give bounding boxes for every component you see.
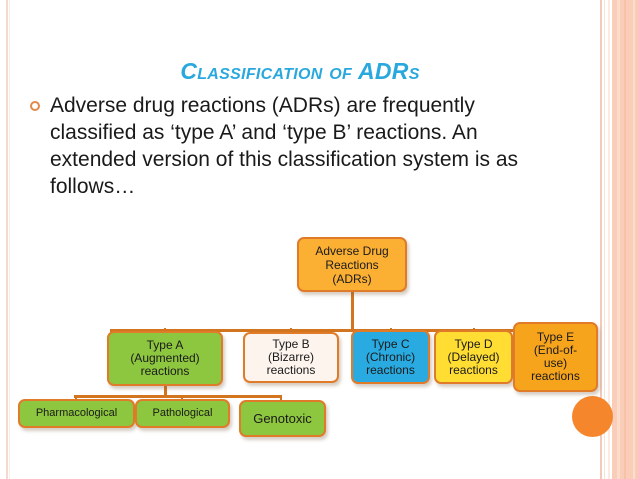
type-e-line-1: Type E bbox=[536, 330, 575, 344]
type-e-line-3: use) bbox=[543, 356, 568, 370]
bullet-item-text: Adverse drug reactions (ADRs) are freque… bbox=[50, 94, 519, 198]
left-edge-stripe-inner bbox=[9, 0, 10, 479]
root-line-3: (ADRs) bbox=[332, 271, 372, 286]
connector-type-a-stem bbox=[164, 386, 167, 397]
connector-stub-type-b bbox=[290, 328, 292, 333]
diagram-node-type-c[interactable]: Type C (Chronic) reactions bbox=[351, 330, 430, 384]
connector-tier2-horizontal-bar bbox=[110, 329, 576, 332]
decorative-orange-circle bbox=[572, 396, 613, 437]
type-d-line-1: Type D bbox=[454, 336, 493, 351]
right-edge-stripe-6 bbox=[633, 0, 635, 479]
connector-stub-genotoxic bbox=[280, 396, 282, 401]
right-edge-stripe-7 bbox=[636, 0, 638, 479]
type-c-line-2: (Chronic) bbox=[365, 349, 416, 364]
type-d-line-3: reactions bbox=[449, 362, 498, 377]
right-edge-stripe-1 bbox=[600, 0, 602, 479]
diagram-node-pathological[interactable]: Pathological bbox=[135, 399, 230, 428]
connector-stub-type-a bbox=[164, 328, 166, 333]
type-c-line-1: Type C bbox=[371, 336, 410, 351]
diagram-node-genotoxic[interactable]: Genotoxic bbox=[239, 400, 326, 437]
bullet-list-item: Adverse drug reactions (ADRs) are freque… bbox=[30, 92, 550, 200]
diagram-node-type-e[interactable]: Type E (End-of- use) reactions bbox=[513, 322, 598, 392]
diagram-node-type-b[interactable]: Type B (Bizarre) reactions bbox=[243, 332, 339, 383]
type-a-line-1: Type A bbox=[146, 338, 184, 352]
right-edge-stripe-4 bbox=[617, 0, 620, 479]
type-e-line-4: reactions bbox=[531, 369, 580, 383]
right-edge-stripe-5 bbox=[624, 0, 626, 479]
type-d-line-2: (Delayed) bbox=[447, 349, 500, 364]
diagram-node-type-a[interactable]: Type A (Augmented) reactions bbox=[107, 331, 223, 386]
type-a-line-3: reactions bbox=[140, 364, 190, 378]
connector-stub-pathological bbox=[181, 396, 183, 401]
type-b-line-1: Type B bbox=[272, 337, 310, 351]
root-line-2: Reactions bbox=[325, 257, 379, 272]
right-edge-stripe-3 bbox=[608, 0, 610, 479]
type-c-line-3: reactions bbox=[366, 362, 415, 377]
diagram-node-root[interactable]: Adverse Drug Reactions (ADRs) bbox=[297, 237, 407, 292]
type-b-line-2: (Bizarre) bbox=[267, 350, 314, 364]
diagram-node-type-d[interactable]: Type D (Delayed) reactions bbox=[434, 330, 513, 384]
root-line-1: Adverse Drug bbox=[315, 243, 389, 258]
connector-tier3-horizontal-bar bbox=[74, 395, 282, 398]
type-b-line-3: reactions bbox=[266, 363, 316, 377]
hollow-circle-bullet-icon bbox=[30, 101, 40, 111]
right-edge-stripe-2 bbox=[604, 0, 605, 479]
type-a-line-2: (Augmented) bbox=[130, 351, 200, 365]
connector-root-stem bbox=[351, 292, 354, 330]
connector-stub-pharmacological bbox=[75, 396, 77, 401]
left-edge-stripe-outer bbox=[6, 0, 8, 479]
type-e-line-2: (End-of- bbox=[533, 343, 578, 357]
page-title: Classification of ADRs bbox=[180, 58, 420, 84]
diagram-node-pharmacological[interactable]: Pharmacological bbox=[18, 399, 135, 428]
